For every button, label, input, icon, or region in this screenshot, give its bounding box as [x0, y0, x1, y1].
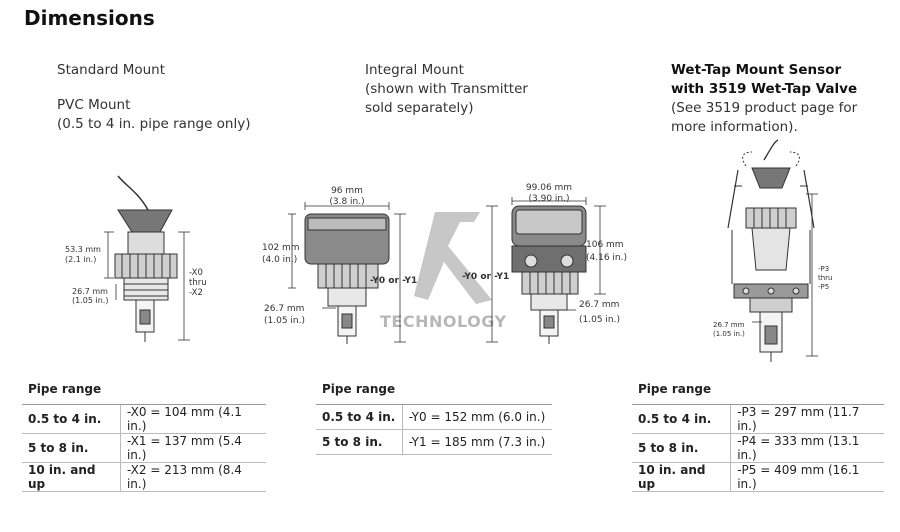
table-row: 5 to 8 in. -P4 = 333 mm (13.1 in.) — [632, 433, 884, 463]
standard-x-label-2: thru — [189, 278, 207, 288]
integral-right-height-in: (4.16 in.) — [586, 253, 627, 263]
standard-x-label-3: -X2 — [189, 288, 203, 298]
table-row: 10 in. and up -P5 = 409 mm (16.1 in.) — [632, 462, 884, 492]
wettap-caption-4: more information). — [671, 119, 798, 135]
dimension-cell: -P3 = 297 mm (11.7 in.) — [730, 404, 884, 434]
pipe-range-cell: 0.5 to 4 in. — [22, 404, 121, 434]
wettap-p-label-2: thru — [818, 274, 833, 282]
table-row: 0.5 to 4 in. -P3 = 297 mm (11.7 in.) — [632, 404, 884, 434]
integral-caption-2: (shown with Transmitter — [365, 81, 528, 97]
wettap-captions: Wet-Tap Mount Sensor with 3519 Wet-Tap V… — [671, 61, 857, 137]
dimension-cell: -X0 = 104 mm (4.1 in.) — [120, 404, 266, 434]
integral-pipe-table: Pipe range 0.5 to 4 in. -Y0 = 152 mm (6.… — [316, 380, 552, 455]
dimension-cell: -P4 = 333 mm (13.1 in.) — [730, 433, 884, 463]
standard-table-header: Pipe range — [22, 380, 266, 405]
integral-right-height-mm: 106 mm — [586, 240, 624, 250]
table-row: 0.5 to 4 in. -X0 = 104 mm (4.1 in.) — [22, 404, 266, 434]
watermark-logo-icon — [414, 212, 492, 304]
standard-thread-mm: 26.7 mm — [72, 287, 108, 296]
wettap-valve-body — [751, 227, 791, 271]
integral-caption-1: Integral Mount — [365, 62, 464, 78]
table-row: 5 to 8 in. -Y1 = 185 mm (7.3 in.) — [316, 429, 552, 455]
integral-left-thread-mm: 26.7 mm — [264, 304, 304, 314]
wettap-caption-1: Wet-Tap Mount Sensor — [671, 62, 842, 78]
integral-left-width-in: (3.8 in.) — [329, 197, 364, 207]
integral-caption-3: sold separately) — [365, 100, 474, 116]
standard-pipe-table: Pipe range 0.5 to 4 in. -X0 = 104 mm (4.… — [22, 380, 266, 492]
table-row: 5 to 8 in. -X1 = 137 mm (5.4 in.) — [22, 433, 266, 463]
pipe-range-cell: 5 to 8 in. — [22, 433, 121, 463]
pipe-range-cell: 10 in. and up — [632, 462, 732, 492]
dimension-cell: -X2 = 213 mm (8.4 in.) — [120, 462, 266, 492]
pipe-range-cell: 10 in. and up — [22, 462, 121, 492]
wettap-caption-2: with 3519 Wet-Tap Valve — [671, 81, 858, 97]
page-title: Dimensions — [24, 6, 155, 30]
integral-captions: Integral Mount (shown with Transmitter s… — [365, 61, 528, 118]
integral-left-width-mm: 96 mm — [331, 186, 363, 196]
pipe-range-cell: 5 to 8 in. — [632, 433, 732, 463]
integral-left-height-in: (4.0 in.) — [262, 255, 297, 265]
integral-table-header: Pipe range — [316, 380, 552, 405]
integral-right-y-label: -Y0 or -Y1 — [462, 272, 509, 282]
wettap-table-header: Pipe range — [632, 380, 884, 405]
standard-height-in: (2.1 in.) — [65, 255, 96, 264]
standard-height-mm: 53.3 mm — [65, 245, 101, 254]
dimension-cell: -Y1 = 185 mm (7.3 in.) — [402, 429, 552, 455]
integral-left-thread-in: (1.05 in.) — [264, 316, 305, 326]
sensor-cable — [117, 175, 149, 211]
integral-right-width-in: (3.90 in.) — [529, 194, 570, 204]
standard-thread-in: (1.05 in.) — [72, 296, 108, 305]
standard-caption-2: PVC Mount — [57, 97, 131, 113]
standard-caption-3: (0.5 to 4 in. pipe range only) — [57, 116, 251, 132]
dimension-cell: -Y0 = 152 mm (6.0 in.) — [402, 404, 552, 430]
integral-right-thread-in: (1.05 in.) — [579, 315, 620, 325]
wettap-pipe-table: Pipe range 0.5 to 4 in. -P3 = 297 mm (11… — [632, 380, 884, 492]
wettap-thread-mm: 26.7 mm — [713, 321, 745, 329]
standard-captions: Standard Mount PVC Mount (0.5 to 4 in. p… — [57, 61, 251, 134]
table-row: 10 in. and up -X2 = 213 mm (8.4 in.) — [22, 462, 266, 492]
wettap-thread-in: (1.05 in.) — [713, 330, 745, 338]
pipe-range-cell: 5 to 8 in. — [316, 429, 403, 455]
standard-caption-1: Standard Mount — [57, 62, 166, 78]
pipe-range-cell: 0.5 to 4 in. — [632, 404, 732, 434]
pipe-range-cell: 0.5 to 4 in. — [316, 404, 403, 430]
integral-right-width-mm: 99.06 mm — [526, 183, 572, 193]
integral-left-height-mm: 102 mm — [262, 243, 300, 253]
dimension-cell: -P5 = 409 mm (16.1 in.) — [730, 462, 884, 492]
standard-x-label-1: -X0 — [189, 268, 203, 278]
wettap-caption-3: (See 3519 product page for — [671, 100, 858, 116]
dimension-cell: -X1 = 137 mm (5.4 in.) — [120, 433, 266, 463]
wettap-p-label-1: -P3 — [818, 265, 829, 273]
integral-right-thread-mm: 26.7 mm — [579, 300, 619, 310]
integral-left-y-label: -Y0 or -Y1 — [370, 276, 417, 286]
watermark-text: TECHNOLOGY — [380, 312, 507, 331]
table-row: 0.5 to 4 in. -Y0 = 152 mm (6.0 in.) — [316, 404, 552, 430]
wettap-cap — [751, 167, 791, 189]
wettap-p-label-3: -P5 — [818, 283, 829, 291]
